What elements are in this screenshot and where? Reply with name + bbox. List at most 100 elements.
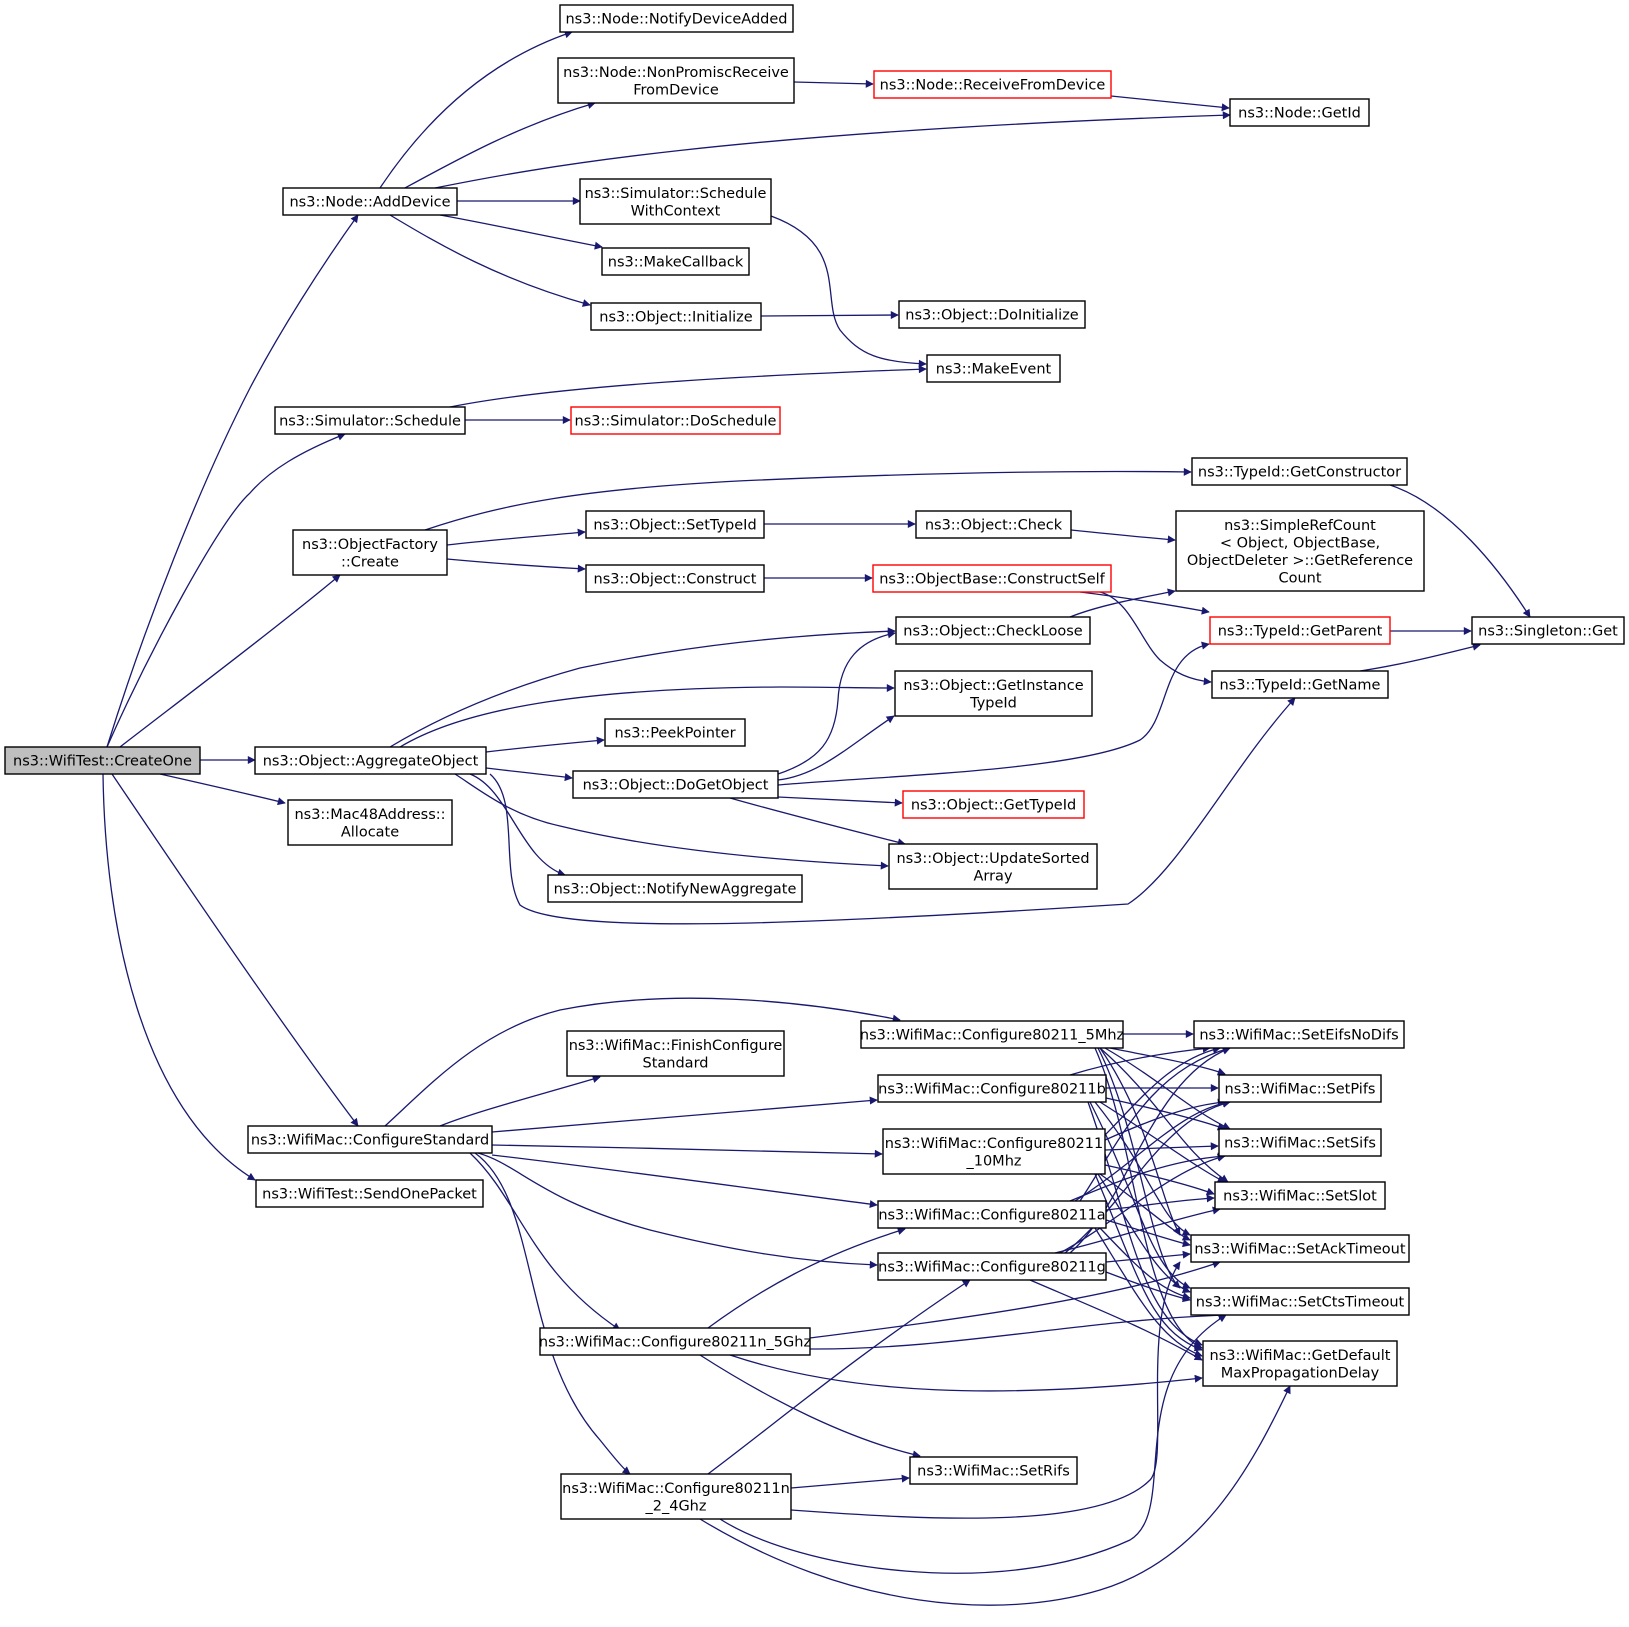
node-peekptr[interactable]: ns3::PeekPointer — [604, 718, 746, 747]
node-constructself[interactable]: ns3::ObjectBase::ConstructSelf — [872, 564, 1112, 593]
node-label: ns3::TypeId::GetConstructor — [1198, 465, 1401, 481]
edge-cfgn5-to-cfga — [707, 1227, 906, 1329]
node-label: ns3::WifiMac::SetAckTimeout — [1194, 1242, 1405, 1258]
node-box — [570, 406, 781, 435]
node-box — [287, 799, 453, 846]
node-cfga[interactable]: ns3::WifiMac::Configure80211a — [877, 1200, 1107, 1229]
edge-cfg5mhz-to-getdefmpd — [1094, 1047, 1203, 1349]
edge-cfgg-to-setpifs — [1064, 1099, 1231, 1254]
edge-configstd-to-cfg10mhz — [491, 1144, 883, 1158]
edge-createone-to-mac48 — [159, 773, 286, 806]
edges — [102, 30, 1531, 1606]
node-cfgn24[interactable]: ns3::WifiMac::Configure80211n_2_4Ghz — [560, 1473, 792, 1520]
node-label: ns3::Object::Check — [925, 518, 1063, 534]
node-check[interactable]: ns3::Object::Check — [915, 510, 1072, 539]
edge-dogetobj-to-getparent — [777, 641, 1210, 786]
node-box — [585, 564, 765, 593]
node-getparent[interactable]: ns3::TypeId::GetParent — [1209, 616, 1391, 645]
node-doschedule[interactable]: ns3::Simulator::DoSchedule — [570, 406, 781, 435]
node-label: ns3::WifiMac::SetPifs — [1225, 1082, 1376, 1098]
node-label: ns3::WifiMac::SetRifs — [917, 1464, 1070, 1480]
node-dogetobj[interactable]: ns3::Object::DoGetObject — [572, 770, 779, 799]
node-label: ns3::WifiMac::Configure80211_5Mhz — [860, 1028, 1124, 1044]
edge-cfg10mhz-to-setack — [1099, 1173, 1191, 1241]
node-setack[interactable]: ns3::WifiMac::SetAckTimeout — [1190, 1234, 1410, 1263]
edge-cfg5mhz-to-setack — [1099, 1047, 1181, 1236]
node-getdefmpd[interactable]: ns3::WifiMac::GetDefaultMaxPropagationDe… — [1202, 1340, 1398, 1387]
node-box — [915, 510, 1072, 539]
node-adddevice[interactable]: ns3::Node::AddDevice — [282, 187, 458, 216]
edge-aggregate-to-peekptr — [485, 736, 605, 753]
edge-cfgg-to-setack — [1105, 1250, 1191, 1263]
edge-cfgg-to-setsifs — [1059, 1153, 1226, 1254]
node-label: ns3::Object::UpdateSorted — [896, 851, 1089, 867]
node-box — [888, 843, 1098, 890]
node-of_create[interactable]: ns3::ObjectFactory::Create — [292, 529, 448, 576]
node-box — [1218, 1074, 1382, 1103]
edge-cfg10mhz-to-setsifs — [1104, 1142, 1219, 1151]
node-label: ns3::Simulator::Schedule — [279, 414, 461, 430]
node-construct[interactable]: ns3::Object::Construct — [585, 564, 765, 593]
node-label: ns3::Object::GetInstance — [903, 678, 1083, 694]
node-setsifs[interactable]: ns3::WifiMac::SetSifs — [1218, 1128, 1382, 1157]
edge-cfga-to-seteifs — [1079, 1046, 1231, 1202]
node-box — [860, 1020, 1124, 1049]
edge-configstd-to-finishcfg — [439, 1075, 601, 1127]
node-doinit[interactable]: ns3::Object::DoInitialize — [898, 300, 1086, 329]
node-label: ns3::Object::DoGetObject — [583, 778, 769, 794]
node-receivefrom[interactable]: ns3::Node::ReceiveFromDevice — [873, 70, 1112, 99]
node-cfgb[interactable]: ns3::WifiMac::Configure80211b — [877, 1074, 1107, 1103]
node-aggregate[interactable]: ns3::Object::AggregateObject — [254, 746, 487, 775]
node-label: ::Create — [341, 554, 399, 570]
node-configstd[interactable]: ns3::WifiMac::ConfigureStandard — [247, 1125, 493, 1154]
edge-cfga-to-setcts — [1099, 1227, 1191, 1301]
node-notifynewagg[interactable]: ns3::Object::NotifyNewAggregate — [547, 874, 803, 903]
node-mac48[interactable]: ns3::Mac48Address::Allocate — [287, 799, 453, 846]
node-checkloose[interactable]: ns3::Object::CheckLoose — [895, 616, 1091, 645]
node-simplerefcount[interactable]: ns3::SimpleRefCount< Object, ObjectBase,… — [1175, 510, 1425, 592]
node-label: ns3::Node::NotifyDeviceAdded — [565, 12, 787, 28]
edge-cfgn24-to-setrifs — [790, 1474, 910, 1489]
node-schedule[interactable]: ns3::Simulator::Schedule — [274, 406, 466, 435]
node-gettypeid[interactable]: ns3::Object::GetTypeId — [902, 790, 1085, 819]
node-createone[interactable]: ns3::WifiTest::CreateOne — [4, 746, 201, 775]
node-label: _2_4Ghz — [645, 1498, 707, 1514]
node-settypeid[interactable]: ns3::Object::SetTypeId — [585, 510, 765, 539]
node-getctor[interactable]: ns3::TypeId::GetConstructor — [1191, 457, 1408, 486]
node-seteifs[interactable]: ns3::WifiMac::SetEifsNoDifs — [1193, 1020, 1405, 1049]
node-sendone[interactable]: ns3::WifiTest::SendOnePacket — [255, 1179, 484, 1208]
node-setslot[interactable]: ns3::WifiMac::SetSlot — [1214, 1181, 1386, 1210]
node-label: ns3::Node::GetId — [1238, 106, 1361, 122]
edge-initialize-to-doinit — [760, 311, 899, 320]
node-label: ns3::Object::CheckLoose — [903, 624, 1082, 640]
node-box — [579, 178, 772, 225]
node-cfgg[interactable]: ns3::WifiMac::Configure80211g — [877, 1252, 1107, 1281]
node-box — [585, 510, 765, 539]
node-cfgn5[interactable]: ns3::WifiMac::Configure80211n_5Ghz — [539, 1327, 811, 1356]
node-makeevent[interactable]: ns3::MakeEvent — [926, 354, 1061, 383]
node-box — [902, 790, 1085, 819]
node-getid[interactable]: ns3::Node::GetId — [1229, 98, 1370, 127]
node-notifydev[interactable]: ns3::Node::NotifyDeviceAdded — [559, 4, 794, 33]
node-label: ns3::WifiMac::SetSlot — [1223, 1189, 1377, 1205]
node-box — [1202, 1340, 1398, 1387]
node-initialize[interactable]: ns3::Object::Initialize — [590, 302, 762, 331]
node-setcts[interactable]: ns3::WifiMac::SetCtsTimeout — [1190, 1287, 1410, 1316]
edge-aggregate-to-notifynewagg — [469, 773, 566, 877]
node-label: ns3::PeekPointer — [614, 726, 735, 742]
node-cfg5mhz[interactable]: ns3::WifiMac::Configure80211_5Mhz — [860, 1020, 1124, 1049]
edge-cfga-to-setslot — [1105, 1194, 1215, 1211]
node-setrifs[interactable]: ns3::WifiMac::SetRifs — [909, 1456, 1078, 1485]
node-box — [572, 770, 779, 799]
node-getname[interactable]: ns3::TypeId::GetName — [1211, 670, 1389, 699]
node-setpifs[interactable]: ns3::WifiMac::SetPifs — [1218, 1074, 1382, 1103]
node-cfg10mhz[interactable]: ns3::WifiMac::Configure80211_10Mhz — [882, 1128, 1106, 1175]
node-label: FromDevice — [633, 82, 719, 98]
node-singleton[interactable]: ns3::Singleton::Get — [1471, 616, 1625, 645]
node-makecb[interactable]: ns3::MakeCallback — [601, 247, 750, 276]
